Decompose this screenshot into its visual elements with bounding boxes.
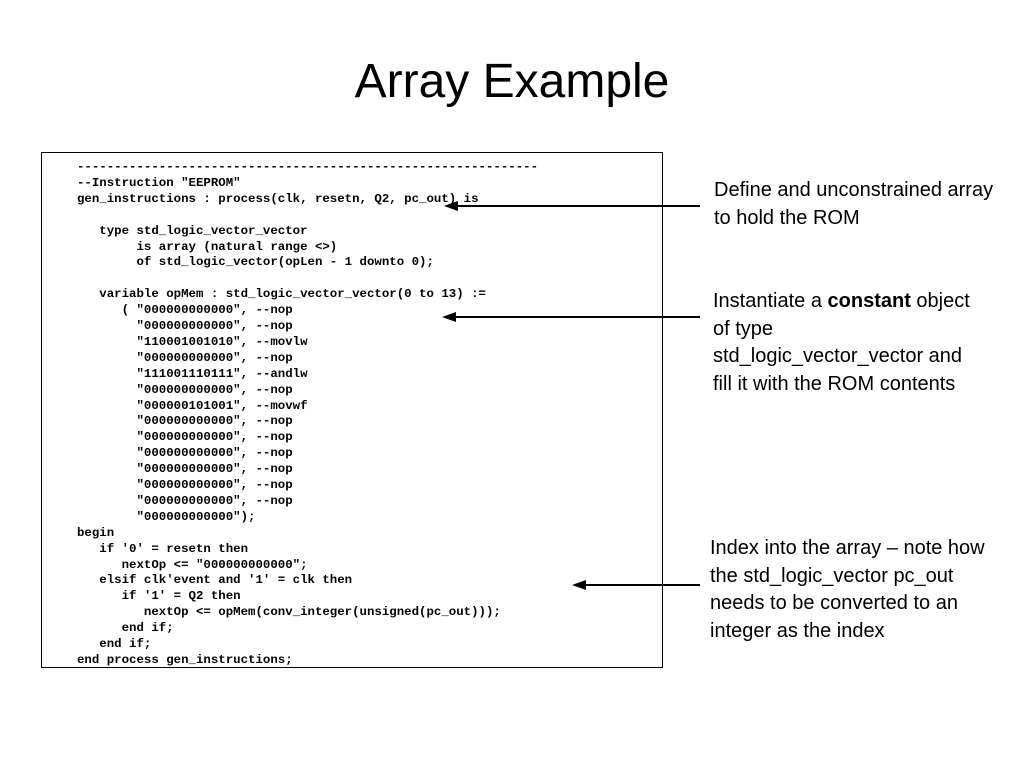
code-line: "111001110111", --andlw [77, 366, 308, 381]
code-line: "000000000000", --nop [77, 493, 293, 508]
code-line: if '0' = resetn then [77, 541, 249, 556]
code-line: "000000101001", --movwf [77, 398, 308, 413]
code-line: end process gen_instructions; [77, 652, 293, 667]
code-line: "000000000000", --nop [77, 430, 293, 445]
code-line: of std_logic_vector(opLen - 1 downto 0); [77, 255, 434, 270]
code-line: "110001001010", --movlw [77, 334, 308, 349]
note-constant-text-2: object of type std_logic_vector_vector a… [713, 290, 970, 395]
note-constant-text-1: Instantiate a [713, 290, 828, 312]
code-line: end if; [77, 637, 152, 651]
code-line: if '1' = Q2 then [77, 589, 241, 604]
code-line: nextOp <= "000000000000"; [77, 557, 308, 572]
code-listing: ----------------------------------------… [41, 152, 663, 668]
arrow-note1 [444, 201, 700, 211]
code-line: end if; [77, 621, 174, 636]
code-line: "000000000000", --nop [77, 462, 293, 477]
code-line: ----------------------------------------… [77, 160, 539, 174]
arrow-note3 [572, 580, 700, 590]
code-line: "000000000000"); [77, 509, 256, 524]
code-line: type std_logic_vector_vector [77, 223, 308, 238]
code-line: elsif clk'event and '1' = clk then [77, 573, 353, 588]
code-line: "000000000000", --nop [77, 382, 293, 397]
code-line: is array (natural range <>) [77, 239, 338, 254]
note-constant-keyword: constant [827, 290, 911, 312]
code-line: begin [77, 525, 115, 540]
note-index-into-array: Index into the array – note how the std_… [710, 537, 985, 642]
slide-title: Array Example [354, 55, 670, 108]
code-line: "000000000000", --nop [77, 350, 293, 365]
code-line: gen_instructions : process(clk, resetn, … [77, 191, 479, 206]
code-line: --Instruction "EEPROM" [77, 175, 241, 190]
note-unconstrained-array: Define and unconstrained array to hold t… [714, 179, 994, 229]
note-constant-object: Instantiate a constant object of type st… [713, 288, 983, 398]
arrow-note2 [442, 312, 700, 322]
code-line: "000000000000", --nop [77, 446, 293, 461]
code-line: "000000000000", --nop [77, 319, 293, 333]
code-line: "000000000000", --nop [77, 414, 293, 429]
code-line: nextOp <= opMem(conv_integer(unsigned(pc… [77, 605, 501, 620]
code-line: variable opMem : std_logic_vector_vector… [77, 287, 486, 302]
code-line: ( "000000000000", --nop [77, 303, 293, 318]
code-line: "000000000000", --nop [77, 478, 293, 492]
